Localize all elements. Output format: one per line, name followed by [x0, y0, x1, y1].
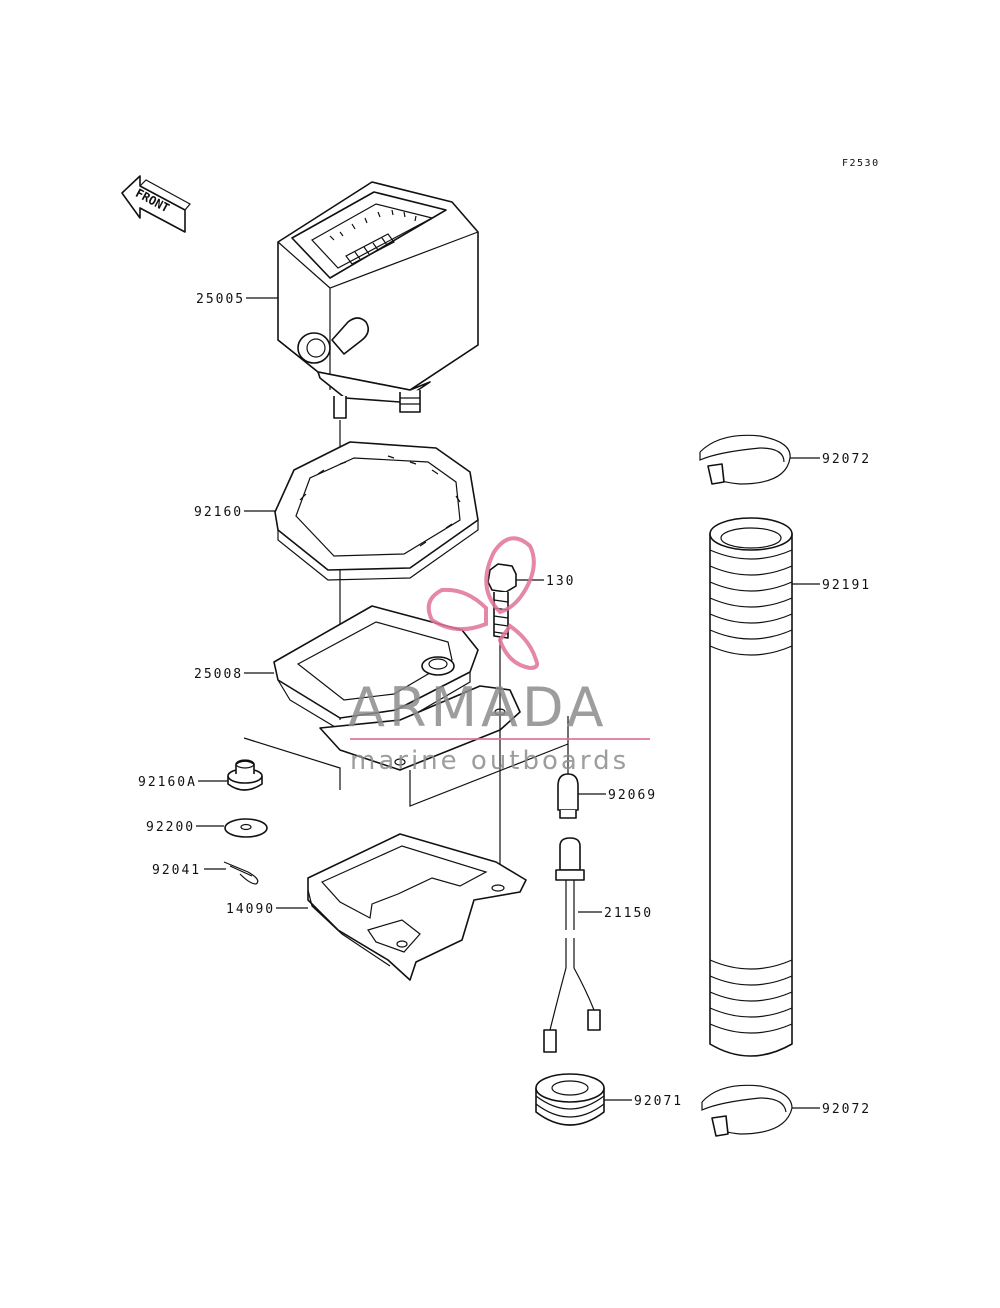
part-21150-socket — [543, 837, 601, 1053]
part-25008-case — [273, 605, 521, 771]
callout-25008: 25008 — [194, 667, 243, 682]
part-92072-band-bottom — [701, 1084, 793, 1137]
part-130-bolt — [487, 563, 517, 639]
watermark-logo: ARMADA marine outboards — [348, 536, 650, 776]
front-arrow-icon: FRONT — [121, 175, 191, 233]
callout-92160: 92160 — [194, 505, 243, 520]
part-92200-washer — [224, 818, 268, 838]
callout-92160A: 92160A — [138, 775, 197, 790]
part-92191-hose — [709, 517, 793, 1057]
callout-92191: 92191 — [822, 578, 871, 593]
callout-92071: 92071 — [634, 1094, 683, 1109]
part-92041-clip — [223, 861, 259, 885]
callout-130: 130 — [546, 574, 575, 589]
callout-21150: 21150 — [604, 906, 653, 921]
callout-14090: 14090 — [226, 902, 275, 917]
watermark-brand: ARMADA — [348, 676, 608, 739]
part-92069-bulb — [557, 773, 579, 819]
part-92071-ring — [535, 1073, 605, 1126]
callout-25005: 25005 — [196, 292, 245, 307]
callout-92072-top: 92072 — [822, 452, 871, 467]
part-92160A-grommet — [227, 759, 263, 791]
callout-92072-bottom: 92072 — [822, 1102, 871, 1117]
callout-92200: 92200 — [146, 820, 195, 835]
bracket-line-left — [243, 737, 341, 790]
part-92160-gasket — [274, 441, 479, 581]
propeller-logo-icon — [426, 536, 540, 671]
callout-92041: 92041 — [152, 863, 201, 878]
watermark-tagline: marine outboards — [350, 746, 629, 776]
part-14090-cover — [307, 833, 527, 981]
diagram-code: F2530 — [842, 158, 880, 169]
bracket-line-right — [409, 743, 569, 807]
callout-92069: 92069 — [608, 788, 657, 803]
part-92072-band-top — [699, 434, 791, 485]
part-25005-meter — [277, 181, 479, 419]
